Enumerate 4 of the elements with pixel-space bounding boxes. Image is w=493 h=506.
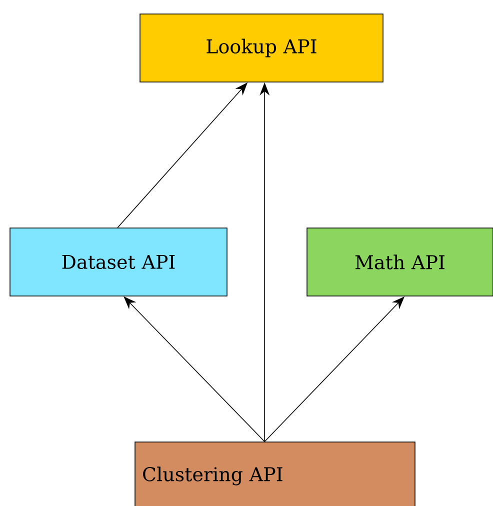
api-box: Math API [306, 228, 493, 296]
api-box: Lookup API [140, 14, 384, 82]
api-box: Dataset API [10, 228, 228, 296]
api-box: Clustering API [134, 442, 416, 506]
